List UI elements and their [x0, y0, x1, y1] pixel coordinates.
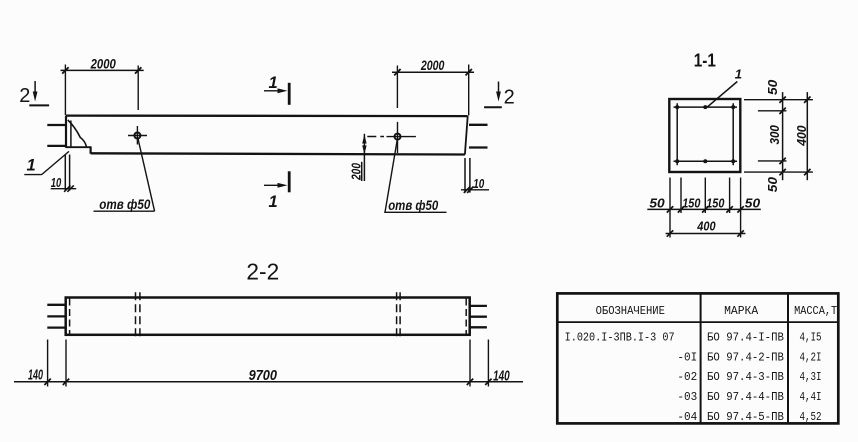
svg-text:1-1: 1-1: [694, 51, 716, 71]
svg-text:БО 97.4-3-ПВ: БО 97.4-3-ПВ: [707, 370, 784, 384]
svg-text:150: 150: [706, 195, 725, 210]
svg-text:ОБОЗНАЧЕНИЕ: ОБОЗНАЧЕНИЕ: [596, 304, 665, 318]
svg-text:-04: -04: [677, 410, 697, 424]
svg-text:400: 400: [696, 219, 716, 234]
svg-text:БО 97.4-5-ПВ: БО 97.4-5-ПВ: [707, 410, 784, 424]
svg-text:отв ф50: отв ф50: [388, 197, 438, 213]
svg-text:140: 140: [493, 367, 510, 384]
svg-text:10: 10: [51, 176, 62, 190]
svg-text:4,4I: 4,4I: [800, 390, 822, 404]
svg-text:10: 10: [473, 177, 484, 191]
svg-text:200: 200: [349, 162, 364, 180]
svg-text:50: 50: [649, 195, 665, 210]
svg-text:4,I5: 4,I5: [800, 330, 822, 344]
svg-text:4,3I: 4,3I: [800, 370, 822, 384]
svg-text:-03: -03: [677, 390, 697, 404]
svg-text:50: 50: [745, 195, 761, 210]
svg-text:1: 1: [269, 74, 278, 92]
svg-text:4,52: 4,52: [800, 410, 822, 424]
svg-text:2000: 2000: [90, 56, 116, 72]
svg-text:1: 1: [269, 193, 278, 211]
svg-text:2-2: 2-2: [246, 259, 279, 285]
svg-text:-0I: -0I: [677, 350, 697, 364]
svg-text:300: 300: [767, 124, 782, 144]
svg-text:50: 50: [765, 176, 780, 192]
svg-text:140: 140: [28, 366, 43, 383]
svg-text:БО 97.4-4-ПВ: БО 97.4-4-ПВ: [707, 390, 784, 404]
svg-text:БО 97.4-I-ПВ: БО 97.4-I-ПВ: [707, 330, 784, 344]
svg-text:МАССА,Т: МАССА,Т: [794, 304, 837, 318]
svg-text:2: 2: [19, 85, 30, 107]
svg-text:I.020.I-3ПВ.I-3 07: I.020.I-3ПВ.I-3 07: [565, 330, 675, 344]
svg-text:отв ф50: отв ф50: [99, 196, 150, 212]
svg-text:1: 1: [27, 157, 36, 175]
svg-text:50: 50: [765, 79, 780, 95]
svg-text:БО 97.4-2-ПВ: БО 97.4-2-ПВ: [707, 350, 784, 364]
svg-text:2000: 2000: [420, 57, 444, 73]
svg-text:1: 1: [735, 67, 742, 82]
svg-text:-02: -02: [677, 370, 697, 384]
svg-text:9700: 9700: [249, 367, 278, 384]
svg-text:4,2I: 4,2I: [800, 350, 822, 364]
svg-text:150: 150: [682, 195, 701, 210]
svg-text:400: 400: [794, 125, 809, 147]
svg-text:МАРКА: МАРКА: [724, 304, 759, 318]
svg-text:2: 2: [504, 87, 515, 109]
